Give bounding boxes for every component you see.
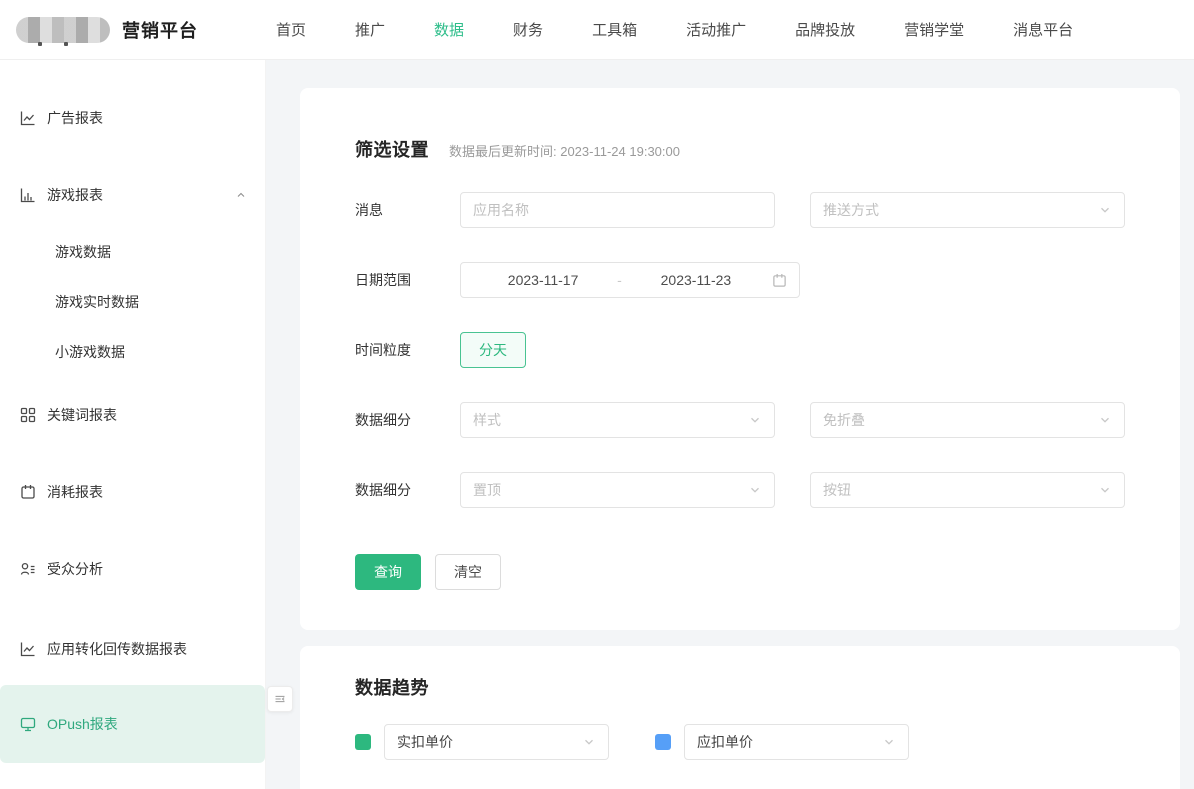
sidebar-item-ad-report[interactable]: 广告报表 — [0, 98, 265, 138]
selected-metric: 实扣单价 — [397, 734, 453, 750]
select-placeholder: 按钮 — [823, 482, 851, 498]
trend-metric-select-1[interactable]: 实扣单价 — [384, 724, 609, 760]
main-content: 筛选设置 数据最后更新时间: 2023-11-24 19:30:00 消息 推送… — [266, 60, 1194, 789]
sidebar-subitem-minigame-data[interactable]: 小游戏数据 — [55, 344, 125, 360]
sidebar-item-consumption-report[interactable]: 消耗报表 — [0, 472, 265, 512]
app-name-input[interactable] — [460, 192, 775, 228]
sidebar-collapse-handle[interactable] — [267, 686, 293, 712]
nav-item-brand[interactable]: 品牌投放 — [795, 22, 856, 39]
nav-item-activity[interactable]: 活动推广 — [686, 22, 747, 39]
trend-metric-select-2[interactable]: 应扣单价 — [684, 724, 909, 760]
trend-card: 数据趋势 实扣单价 应扣单价 — [300, 646, 1180, 789]
pinned-select[interactable]: 置顶 — [460, 472, 775, 508]
field-label: 消息 — [355, 202, 383, 218]
nav-item-message[interactable]: 消息平台 — [1013, 22, 1074, 39]
select-placeholder: 推送方式 — [823, 202, 879, 218]
field-label: 时间粒度 — [355, 342, 411, 358]
button-select[interactable]: 按钮 — [810, 472, 1125, 508]
trend-series-1: 实扣单价 — [355, 724, 609, 760]
nav-item-academy[interactable]: 营销学堂 — [904, 22, 965, 39]
filter-card: 筛选设置 数据最后更新时间: 2023-11-24 19:30:00 消息 推送… — [300, 88, 1180, 630]
nav-item-home[interactable]: 首页 — [276, 22, 307, 39]
nav-item-data[interactable]: 数据 — [434, 22, 465, 39]
sidebar-item-game-report[interactable]: 游戏报表 — [0, 175, 265, 215]
chevron-up-icon[interactable] — [235, 189, 247, 201]
chevron-down-icon — [1098, 413, 1112, 427]
monitor-icon — [20, 716, 36, 732]
sidebar-subitem-game-realtime[interactable]: 游戏实时数据 — [55, 294, 139, 310]
top-nav: 首页 推广 数据 财务 工具箱 活动推广 品牌投放 营销学堂 消息平台 — [276, 19, 1073, 40]
filter-row-segment-1: 数据细分 样式 免折叠 — [355, 402, 1125, 438]
filter-title: 筛选设置 — [355, 140, 429, 160]
top-bar: 营销平台 首页 推广 数据 财务 工具箱 活动推广 品牌投放 营销学堂 消息平台 — [0, 0, 1194, 60]
field-label: 日期范围 — [355, 272, 411, 288]
chevron-down-icon — [748, 413, 762, 427]
last-update-time: 数据最后更新时间: 2023-11-24 19:30:00 — [449, 144, 680, 159]
series-color-swatch-blue — [655, 734, 671, 750]
filter-row-segment-2: 数据细分 置顶 按钮 — [355, 472, 1125, 508]
sidebar-item-label: 关键词报表 — [47, 407, 117, 423]
trend-series-2: 应扣单价 — [655, 724, 909, 760]
chevron-down-icon — [582, 735, 596, 749]
sidebar-item-audience-analysis[interactable]: 受众分析 — [0, 549, 265, 589]
chevron-down-icon — [1098, 483, 1112, 497]
sidebar-item-keyword-report[interactable]: 关键词报表 — [0, 395, 265, 435]
sidebar-item-label: 广告报表 — [47, 110, 103, 126]
chevron-down-icon — [748, 483, 762, 497]
filter-row-date-range: 日期范围 2023-11-17 - 2023-11-23 — [355, 262, 1125, 298]
filter-row-message: 消息 推送方式 — [355, 192, 1125, 228]
nav-item-finance[interactable]: 财务 — [513, 22, 544, 39]
sidebar-item-label: 消耗报表 — [47, 484, 103, 500]
brand-title: 营销平台 — [122, 20, 198, 41]
start-date[interactable]: 2023-11-17 — [507, 272, 579, 288]
series-color-swatch-green — [355, 734, 371, 750]
line-chart-icon — [20, 110, 36, 126]
chevron-down-icon — [1098, 203, 1112, 217]
calendar-icon[interactable] — [772, 273, 787, 288]
field-label: 数据细分 — [355, 482, 411, 498]
company-logo — [16, 16, 110, 43]
sidebar-item-label: 受众分析 — [47, 561, 103, 577]
style-select[interactable]: 样式 — [460, 402, 775, 438]
chevron-down-icon — [882, 735, 896, 749]
push-method-select[interactable]: 推送方式 — [810, 192, 1125, 228]
nav-item-toolbox[interactable]: 工具箱 — [592, 22, 638, 39]
date-range-picker[interactable]: 2023-11-17 - 2023-11-23 — [460, 262, 800, 298]
select-placeholder: 免折叠 — [823, 412, 865, 428]
fold-free-select[interactable]: 免折叠 — [810, 402, 1125, 438]
grid-icon — [20, 407, 36, 423]
calendar-icon — [20, 484, 36, 500]
line-chart-icon — [20, 641, 36, 657]
select-placeholder: 样式 — [473, 412, 501, 428]
granularity-day-chip[interactable]: 分天 — [460, 332, 526, 368]
sidebar-item-label: 游戏报表 — [47, 187, 103, 203]
sidebar-item-label: OPush报表 — [47, 716, 118, 732]
filter-row-granularity: 时间粒度 分天 — [355, 332, 1125, 368]
bar-chart-icon — [20, 187, 36, 203]
audience-icon — [20, 561, 36, 577]
date-separator: - — [617, 272, 622, 288]
sidebar-item-opush-report[interactable]: OPush报表 — [0, 685, 265, 763]
selected-metric: 应扣单价 — [697, 734, 753, 750]
sidebar-item-conversion-report[interactable]: 应用转化回传数据报表 — [0, 629, 265, 669]
logo-dots — [16, 42, 86, 48]
query-button[interactable]: 查询 — [355, 554, 421, 590]
sidebar-subitem-game-data[interactable]: 游戏数据 — [55, 244, 111, 260]
nav-item-promotion[interactable]: 推广 — [355, 22, 386, 39]
trend-title: 数据趋势 — [355, 678, 429, 698]
collapse-icon — [274, 693, 286, 705]
select-placeholder: 置顶 — [473, 482, 501, 498]
sidebar-item-label: 应用转化回传数据报表 — [47, 641, 187, 657]
end-date[interactable]: 2023-11-23 — [660, 272, 732, 288]
field-label: 数据细分 — [355, 412, 411, 428]
clear-button[interactable]: 清空 — [435, 554, 501, 590]
sidebar: 广告报表 游戏报表 游戏数据 游戏实时数据 小游戏数据 — [0, 60, 266, 789]
